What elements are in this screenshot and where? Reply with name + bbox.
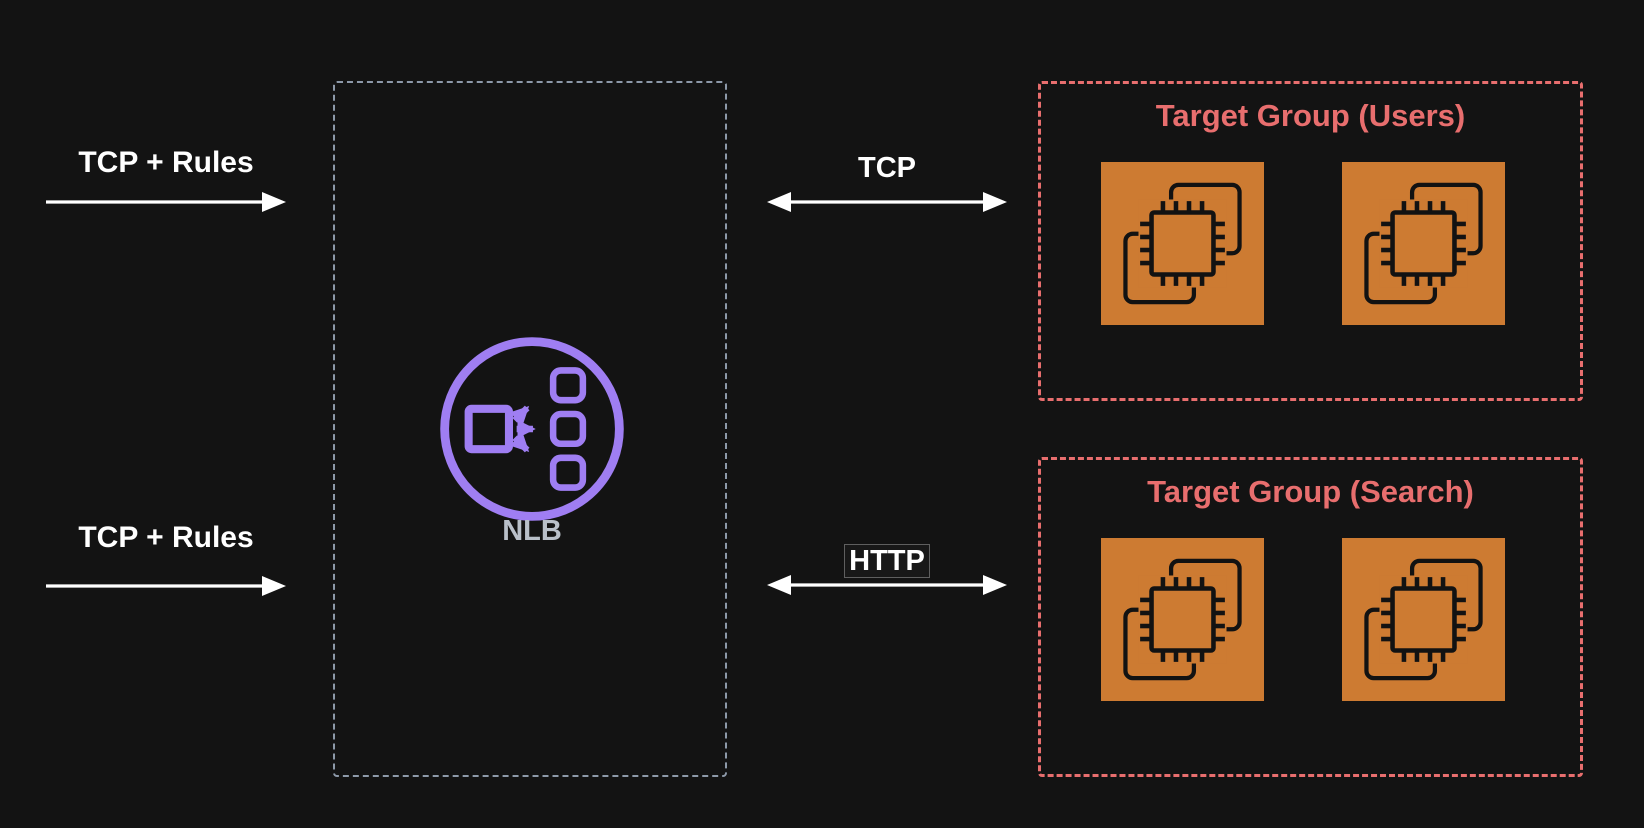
- inbound-flow-label-top: TCP + Rules: [78, 146, 254, 179]
- arrow-right-icon: [46, 192, 286, 212]
- connection-label-http: HTTP: [787, 544, 987, 578]
- double-arrow-icon: [767, 575, 1007, 595]
- network-load-balancer-icon: [440, 337, 624, 521]
- inbound-flow-label-bottom: TCP + Rules: [78, 521, 254, 554]
- ec2-instances-icon: [1101, 538, 1264, 701]
- ec2-instances-icon: [1342, 538, 1505, 701]
- target-group-users-title: Target Group (Users): [1155, 98, 1466, 133]
- ec2-instances-icon: [1101, 162, 1264, 325]
- target-group-search: Target Group (Search): [1038, 457, 1583, 777]
- http-label-box: HTTP: [844, 544, 930, 578]
- arrow-right-icon: [46, 576, 286, 596]
- nlb-label: NLB: [502, 515, 562, 547]
- nlb-container-box: [333, 81, 727, 777]
- double-arrow-icon: [767, 192, 1007, 212]
- target-group-users: Target Group (Users): [1038, 81, 1583, 401]
- ec2-instances-icon: [1342, 162, 1505, 325]
- connection-label-tcp: TCP: [858, 152, 916, 184]
- target-group-search-title: Target Group (Search): [1147, 474, 1474, 509]
